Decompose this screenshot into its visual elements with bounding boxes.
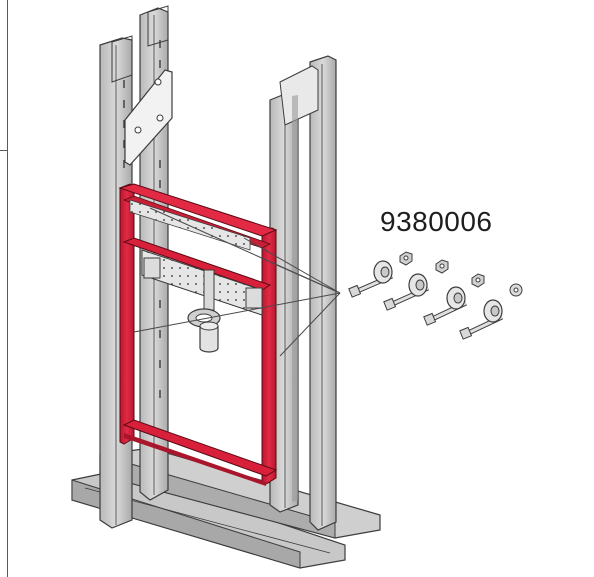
bolt-icon bbox=[423, 286, 468, 326]
part-number-label: 9380006 bbox=[380, 206, 493, 237]
washer-icon bbox=[509, 283, 523, 297]
page-left-tick bbox=[0, 150, 7, 151]
nut-icon bbox=[471, 273, 485, 288]
page-left-border bbox=[0, 0, 8, 577]
nut-icon bbox=[435, 259, 449, 274]
leader-lines bbox=[133, 207, 341, 357]
bolt-icon bbox=[383, 273, 430, 311]
bolt-icon bbox=[459, 299, 504, 340]
right-steel-profiles bbox=[269, 55, 337, 531]
fixing-kit bbox=[348, 251, 523, 340]
nut-icon bbox=[399, 251, 413, 266]
bolt-icon bbox=[348, 260, 393, 298]
connector-plate bbox=[124, 69, 173, 166]
red-mounting-frame bbox=[118, 183, 278, 486]
